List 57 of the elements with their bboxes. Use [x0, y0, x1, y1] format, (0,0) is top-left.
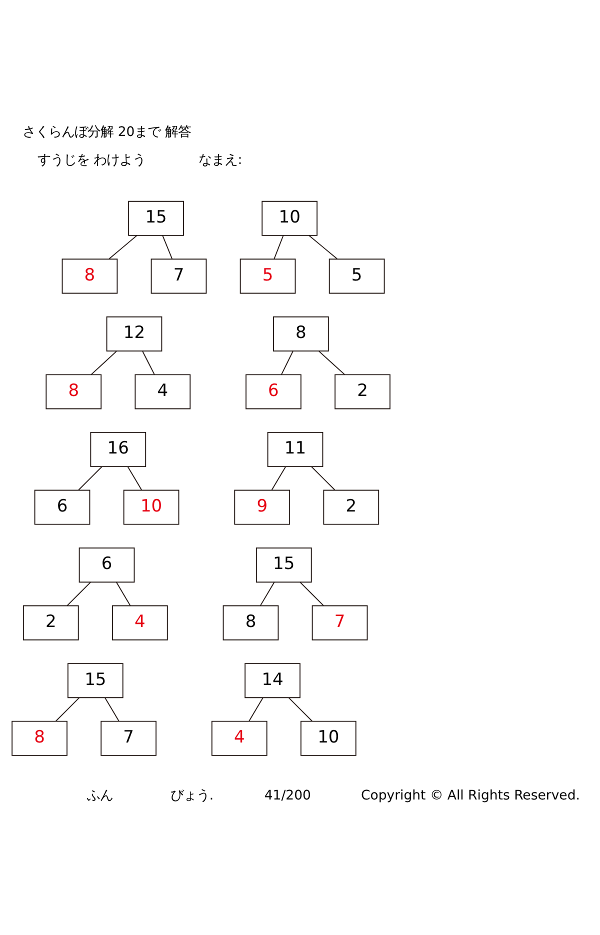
connector [300, 582, 324, 606]
node-box: 10 [262, 200, 318, 236]
connector [274, 235, 284, 260]
connector [281, 350, 294, 375]
node-box: 6 [34, 490, 90, 525]
node-box: 5 [240, 258, 296, 294]
node-box: 11 [267, 432, 324, 468]
label: ふん [87, 788, 114, 804]
connector [310, 466, 336, 490]
node-box: 7 [100, 720, 156, 756]
node-box: 10 [300, 720, 356, 756]
node-box: 15 [67, 663, 124, 698]
connector [127, 466, 142, 490]
node-box: 15 [128, 200, 184, 236]
connector [90, 350, 118, 375]
node-box: 7 [312, 605, 368, 640]
node-box: 6 [246, 374, 302, 410]
connector [162, 235, 173, 260]
node-box: 15 [256, 548, 312, 583]
node-box: 4 [211, 720, 268, 756]
node-box: 8 [12, 720, 68, 756]
connector [142, 350, 155, 375]
label: Copyright © All Rights Reserved. [361, 788, 580, 804]
node-box: 8 [46, 374, 102, 410]
connector [260, 582, 275, 606]
connector [104, 697, 120, 722]
connector [78, 466, 102, 490]
node-box: 2 [22, 605, 79, 640]
connector [248, 697, 264, 722]
connector [66, 582, 92, 606]
label: なまえ: [198, 153, 242, 168]
label: 41/200 [264, 788, 311, 804]
connector [308, 235, 338, 260]
connector [108, 235, 138, 260]
node-box: 6 [78, 548, 135, 583]
label: びょう. [170, 788, 214, 804]
node-box: 16 [90, 432, 146, 468]
connector [271, 466, 286, 490]
node-box: 8 [273, 316, 329, 352]
node-box: 10 [123, 490, 180, 525]
connector [288, 697, 313, 722]
node-box: 8 [62, 258, 118, 294]
node-box: 5 [328, 258, 385, 294]
label: すうじを わけよう [38, 153, 146, 168]
node-box: 7 [150, 258, 207, 294]
connector [318, 350, 345, 375]
node-box: 9 [234, 490, 290, 525]
node-box: 14 [244, 663, 300, 698]
node-box: 2 [334, 374, 390, 410]
node-box: 8 [222, 605, 279, 640]
node-box: 4 [134, 374, 191, 410]
connector [116, 582, 131, 606]
connector [55, 697, 80, 722]
node-box: 12 [106, 316, 162, 352]
node-box: 4 [112, 605, 168, 640]
node-box: 2 [323, 490, 380, 525]
diagram-title: さくらんぼ分解 20まで 解答 [22, 125, 191, 140]
